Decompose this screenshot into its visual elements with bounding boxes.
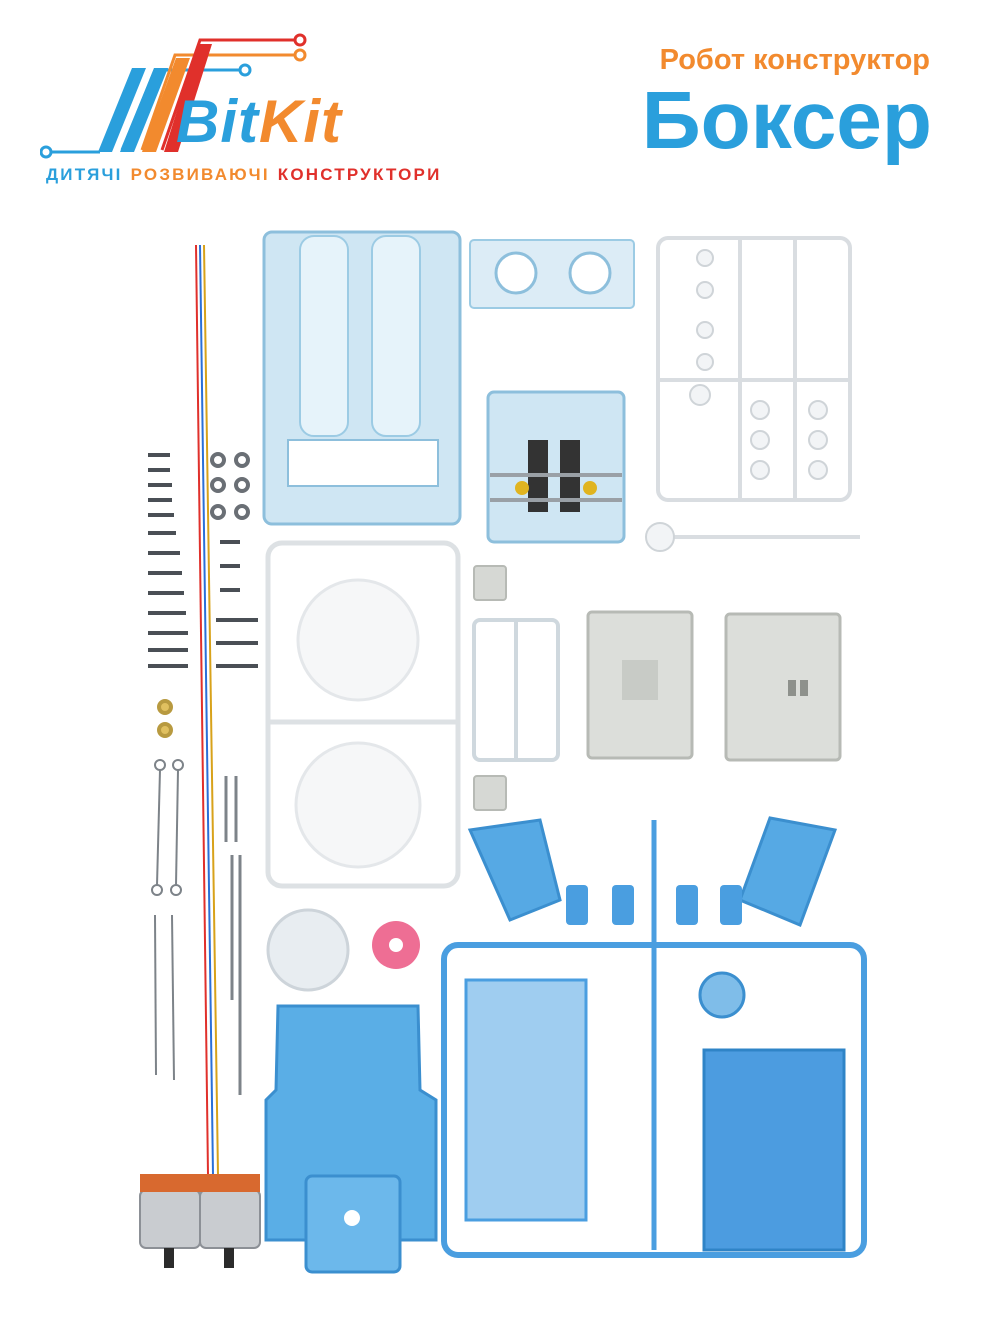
tagline-word-2: РОЗВИВАЮЧІ: [130, 165, 270, 184]
screws-set: [148, 453, 258, 668]
motor-right: [199, 1174, 261, 1268]
metal-rods: [224, 776, 242, 1095]
blue-body-sprue: [441, 816, 867, 1258]
brand-wordmark-bit: Bit: [176, 88, 259, 155]
battery-box-frame: [262, 230, 462, 526]
product-title: Боксер: [641, 75, 932, 166]
boxing-gloves-sprue: [265, 540, 461, 889]
suction-cup: [266, 908, 350, 992]
grey-frame-right: [724, 612, 842, 762]
brand-tagline: ДИТЯЧІ РОЗВИВАЮЧІ КОНСТРУКТОРИ: [46, 165, 450, 185]
pink-wheel-hub: [389, 938, 403, 952]
clear-mini-sprue: [472, 618, 560, 762]
tagline-word-3: КОНСТРУКТОРИ: [277, 165, 442, 184]
motor-left: [139, 1174, 201, 1268]
brand-wordmark-kit: Kit: [258, 88, 342, 155]
nuts-and-washers: [157, 452, 250, 738]
product-subtitle: Робот конструктор: [659, 44, 930, 76]
tagline-word-1: ДИТЯЧІ: [46, 165, 123, 184]
brand-wordmark: BitKit: [176, 92, 342, 152]
bitkit-logo-icon: [40, 33, 307, 159]
white-parts-sprue: [645, 236, 860, 552]
eye-plate: [469, 239, 635, 309]
gear-box: [486, 390, 626, 544]
grey-frame-left: [586, 610, 694, 760]
wire-links: [151, 759, 184, 1081]
small-grey-parts: [473, 565, 507, 811]
wire-leads: [195, 244, 219, 1176]
blue-base-shell: [264, 1004, 438, 1274]
